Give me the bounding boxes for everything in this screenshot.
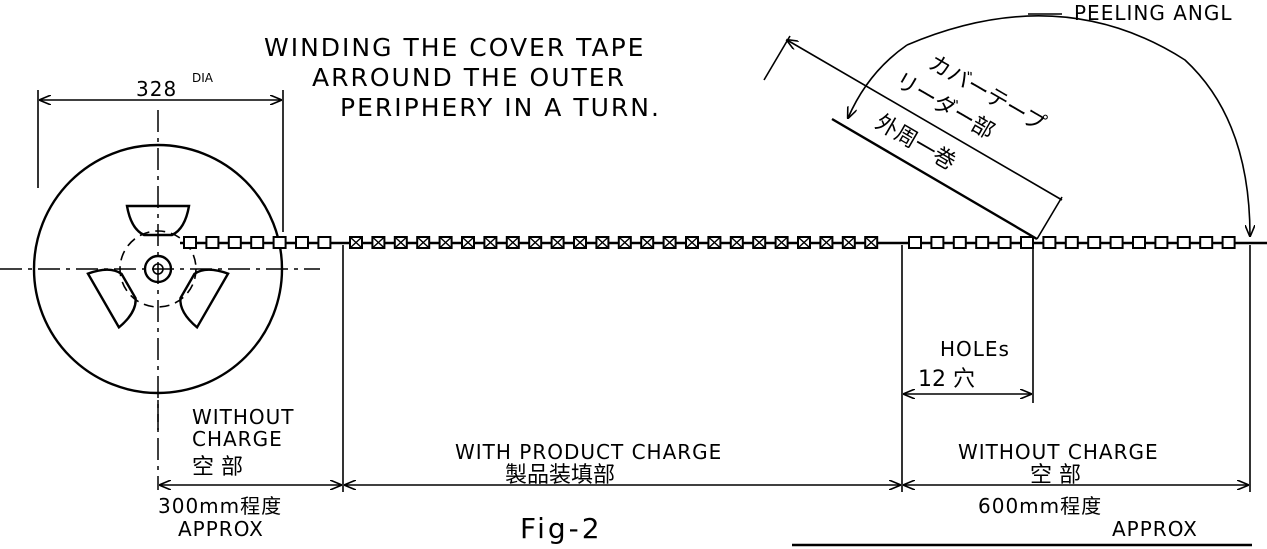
- right-length-label: 600mm程度: [978, 494, 1102, 518]
- pocket-empty: [317, 236, 332, 249]
- pocket-filled: [617, 236, 632, 249]
- left-length-label: 300mm程度: [158, 494, 282, 518]
- pocket-filled: [841, 236, 856, 249]
- with-product-en: WITH PRODUCT CHARGE: [455, 440, 722, 464]
- pocket-filled: [528, 236, 543, 249]
- holes-dimension: HOLEs 12 穴: [904, 337, 1031, 394]
- pocket-filled: [416, 236, 431, 249]
- pocket-empty: [1199, 236, 1214, 249]
- pocket-filled: [393, 236, 408, 249]
- carrier-tape: [180, 236, 1267, 249]
- pocket-empty: [295, 236, 309, 249]
- pocket-filled: [595, 236, 610, 249]
- left-without-jp: 空 部: [192, 455, 243, 480]
- pocket-empty: [1109, 236, 1124, 249]
- pocket-filled: [349, 236, 363, 249]
- reel-spoke-windows: [86, 204, 230, 330]
- pocket-empty: [1042, 236, 1057, 249]
- holes-en-label: HOLEs: [940, 337, 1010, 361]
- section-labels: WITHOUT CHARGE 空 部 WITH PRODUCT CHARGE 製…: [192, 405, 1159, 488]
- pocket-filled: [550, 236, 565, 249]
- pocket-filled: [797, 236, 811, 249]
- pocket-empty: [1132, 236, 1146, 249]
- pocket-filled: [640, 236, 655, 249]
- pocket-empty: [227, 236, 242, 249]
- reel-center-hole: [143, 254, 173, 284]
- left-without-en2: CHARGE: [192, 427, 283, 451]
- winding-note-line1: WINDING THE COVER TAPE: [264, 33, 645, 62]
- pocket-filled: [752, 236, 767, 249]
- left-without-en1: WITHOUT: [192, 405, 295, 429]
- reel-window-left: [86, 268, 137, 330]
- pocket-filled: [774, 236, 789, 249]
- left-approx-label: APPROX: [178, 517, 264, 541]
- reel-center-dot: [152, 263, 164, 275]
- pocket-empty: [1020, 236, 1034, 249]
- leader-end-tick: [763, 35, 791, 81]
- pockets-empty-left: [183, 236, 332, 249]
- winding-note-line2: ARROUND THE OUTER: [312, 63, 626, 92]
- section-extension-lines: [157, 245, 1251, 492]
- pocket-empty: [1176, 236, 1191, 249]
- pocket-filled: [438, 236, 453, 249]
- figure-caption: Fig-2: [520, 512, 603, 545]
- pocket-filled: [729, 236, 744, 249]
- pocket-empty: [952, 236, 967, 249]
- length-labels: 300mm程度 APPROX 600mm程度 APPROX: [158, 494, 1198, 541]
- holes-jp-label: 12 穴: [918, 367, 975, 392]
- reel-hub-dashed: [119, 230, 197, 308]
- pocket-filled: [573, 236, 587, 249]
- pocket-empty: [1154, 236, 1169, 249]
- pocket-filled: [371, 236, 386, 249]
- peeling-angle-arc: [906, 15, 1250, 236]
- reel-window-top: [125, 204, 191, 237]
- right-approx-label: APPROX: [1112, 517, 1198, 541]
- right-without-en: WITHOUT CHARGE: [958, 440, 1159, 464]
- pocket-filled: [505, 236, 520, 249]
- leader-base-tick: [1036, 196, 1063, 240]
- cover-tape-leader: カバーテープ リーダー部 外周一巻: [763, 35, 1063, 241]
- pocket-filled: [864, 236, 879, 249]
- pocket-filled: [662, 236, 677, 249]
- pocket-filled: [819, 236, 834, 249]
- winding-note: WINDING THE COVER TAPE ARROUND THE OUTER…: [264, 33, 661, 122]
- pocket-empty: [183, 236, 197, 249]
- cover-tape-line: [831, 117, 1038, 241]
- pocket-filled: [483, 236, 498, 249]
- pocket-empty: [930, 236, 945, 249]
- pocket-empty: [1221, 236, 1236, 249]
- winding-note-line3: PERIPHERY IN A TURN.: [340, 93, 661, 122]
- pocket-empty: [908, 236, 922, 249]
- reel-flange-outline: [32, 143, 284, 395]
- pocket-filled: [685, 236, 699, 249]
- reel-dia-unit: DIA: [192, 71, 214, 85]
- pocket-empty: [975, 236, 990, 249]
- pocket-empty: [250, 236, 265, 249]
- peeling-angle-label: PEELING ANGL: [1074, 1, 1232, 25]
- pocket-empty: [1087, 236, 1102, 249]
- peeling-angle: PEELING ANGL: [848, 1, 1250, 236]
- reel-window-right: [179, 268, 230, 330]
- reel: 328 DIA: [0, 71, 320, 430]
- reel-dia-value: 328: [136, 77, 177, 101]
- pocket-filled: [707, 236, 722, 249]
- pocket-empty: [272, 236, 287, 249]
- pockets-empty-right: [908, 236, 1236, 249]
- pockets-filled: [349, 236, 879, 249]
- pocket-empty: [997, 236, 1012, 249]
- pocket-empty: [205, 236, 220, 249]
- leader-jp-labels: カバーテープ リーダー部 外周一巻: [871, 51, 1050, 176]
- leader-dimension-line: [787, 40, 1063, 201]
- peeling-angle-arc-left: [848, 44, 908, 118]
- pocket-empty: [1064, 236, 1079, 249]
- pocket-filled: [461, 236, 475, 249]
